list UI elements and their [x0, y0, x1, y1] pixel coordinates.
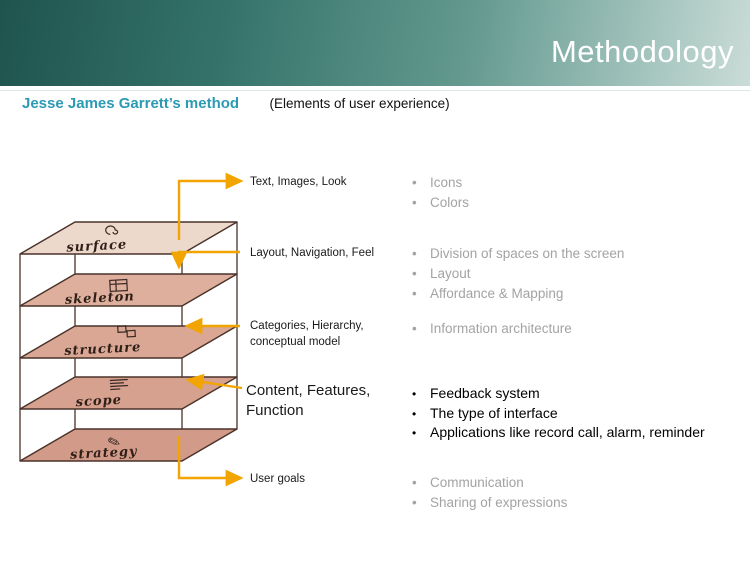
- layer-label-surface: surface: [66, 237, 128, 255]
- layer-scope-plane: [19, 376, 238, 410]
- slide-title: Methodology: [550, 34, 734, 69]
- annotation-surface: Text, Images, Look: [250, 176, 347, 188]
- header-banner: Methodology: [0, 0, 750, 91]
- layer-skeleton-plane: [19, 273, 238, 307]
- layer-strategy-plane: [19, 428, 238, 462]
- method-title: Jesse James Garrett’s method: [22, 95, 240, 112]
- layer-planes: [19, 221, 238, 462]
- list-item: Applications like record call, alarm, re…: [408, 423, 743, 443]
- list-item: Information architecture: [408, 319, 743, 339]
- layer-label-structure: structure: [64, 340, 142, 359]
- layer-label-scope: scope: [75, 393, 122, 410]
- list-item: Division of spaces on the screen: [408, 244, 743, 264]
- list-item: Layout: [408, 264, 743, 284]
- callout-arrows: [170, 172, 244, 487]
- scope-detail-list: Feedback system The type of interface Ap…: [408, 384, 743, 443]
- arrow-scope: [185, 373, 243, 391]
- annotation-structure: Categories, Hierarchy, conceptual model: [250, 320, 364, 349]
- list-item: The type of interface: [408, 404, 743, 423]
- surface-detail-list: Icons Colors: [408, 173, 743, 213]
- subtitle-row: Jesse James Garrett’s method (Elements o…: [22, 95, 450, 113]
- list-item: Sharing of expressions: [408, 493, 743, 513]
- list-item: Affordance & Mapping: [408, 284, 743, 304]
- pencil-icon: ✎: [105, 432, 123, 453]
- annotation-scope: Content, Features, Function: [246, 382, 371, 420]
- list-item: Icons: [408, 173, 743, 193]
- spiral-icon: [105, 225, 119, 235]
- structure-detail-list: Information architecture: [408, 319, 743, 339]
- layer-label-strategy: strategy: [70, 444, 139, 463]
- wireframe-grid-icon: [109, 278, 128, 293]
- strategy-detail-list: Communication Sharing of expressions: [408, 473, 743, 513]
- list-item: Colors: [408, 193, 743, 213]
- layer-icons: ✎: [105, 225, 136, 453]
- arrow-strategy: [177, 436, 244, 487]
- arrow-skeleton: [170, 250, 240, 270]
- method-qualifier: (Elements of user experience): [269, 96, 450, 111]
- arrow-surface: [177, 172, 244, 240]
- layer-surface-plane: [19, 221, 238, 255]
- annotation-strategy: User goals: [250, 473, 305, 485]
- layer-structure-plane: [19, 325, 238, 359]
- skeleton-detail-list: Division of spaces on the screen Layout …: [408, 244, 743, 304]
- text-lines-icon: [109, 378, 129, 391]
- annotation-skeleton: Layout, Navigation, Feel: [250, 247, 375, 259]
- layer-label-skeleton: skeleton: [65, 289, 136, 308]
- list-item: Communication: [408, 473, 743, 493]
- boxes-icon: [117, 325, 136, 338]
- layer-labels: surface skeleton structure scope strateg…: [64, 237, 142, 462]
- list-item: Feedback system: [408, 384, 743, 404]
